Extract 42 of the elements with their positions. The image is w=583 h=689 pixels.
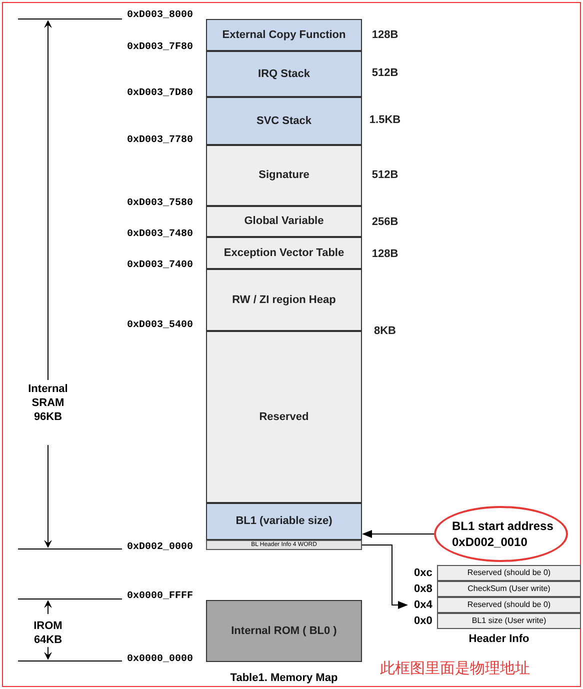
size-label: 128B	[370, 247, 400, 261]
region-label: Reserved	[259, 410, 309, 424]
memory-region	[206, 237, 362, 269]
region-label: Global Variable	[244, 215, 324, 228]
memory-region	[206, 503, 362, 540]
note-text: 此框图里面是物理地址	[380, 660, 530, 678]
arrow	[362, 544, 408, 609]
memory-region	[206, 19, 362, 51]
memory-region	[206, 97, 362, 145]
size-label: 1.5KB	[368, 113, 402, 127]
row-label: BL1 size (User write)	[472, 616, 546, 626]
header-region	[206, 540, 362, 550]
row-label: Reserved (should be 0)	[467, 600, 551, 610]
row-label: CheckSum (User write)	[468, 584, 550, 594]
memory-region	[206, 269, 362, 331]
offset-label: 0xc	[414, 566, 432, 581]
offset-label: 0x4	[414, 598, 432, 613]
memory-region	[206, 145, 362, 206]
region-label: Internal ROM ( BL0 )	[231, 624, 337, 638]
table-title: Header Info	[468, 632, 530, 646]
region-label: Signature	[258, 169, 310, 182]
caption: Table1. Memory Map	[229, 671, 339, 685]
size-label: 512B	[370, 66, 400, 80]
region-label: Exception Vector Table	[224, 246, 344, 260]
memory-region	[206, 51, 362, 97]
row-label: Reserved (should be 0)	[467, 568, 551, 578]
region-label: IRQ Stack	[258, 68, 310, 80]
size-label: 512B	[370, 168, 400, 182]
region-label: RW / ZI region Heap	[232, 294, 336, 306]
size-label: 128B	[370, 28, 400, 42]
memory-region	[206, 331, 362, 503]
memory-region	[206, 600, 362, 662]
arrow	[362, 530, 434, 538]
size-label: 256B	[370, 215, 400, 229]
region-label: External Copy Function	[222, 28, 346, 42]
region-label: BL1 (variable size)	[236, 515, 332, 528]
offset-label: 0x0	[414, 614, 432, 629]
memory-region	[206, 206, 362, 237]
size-label: 8KB	[372, 324, 397, 338]
region-label: SVC Stack	[256, 114, 312, 128]
offset-label: 0x8	[414, 582, 432, 597]
callout-text: BL1 start address 0xD002_0010	[452, 518, 554, 550]
